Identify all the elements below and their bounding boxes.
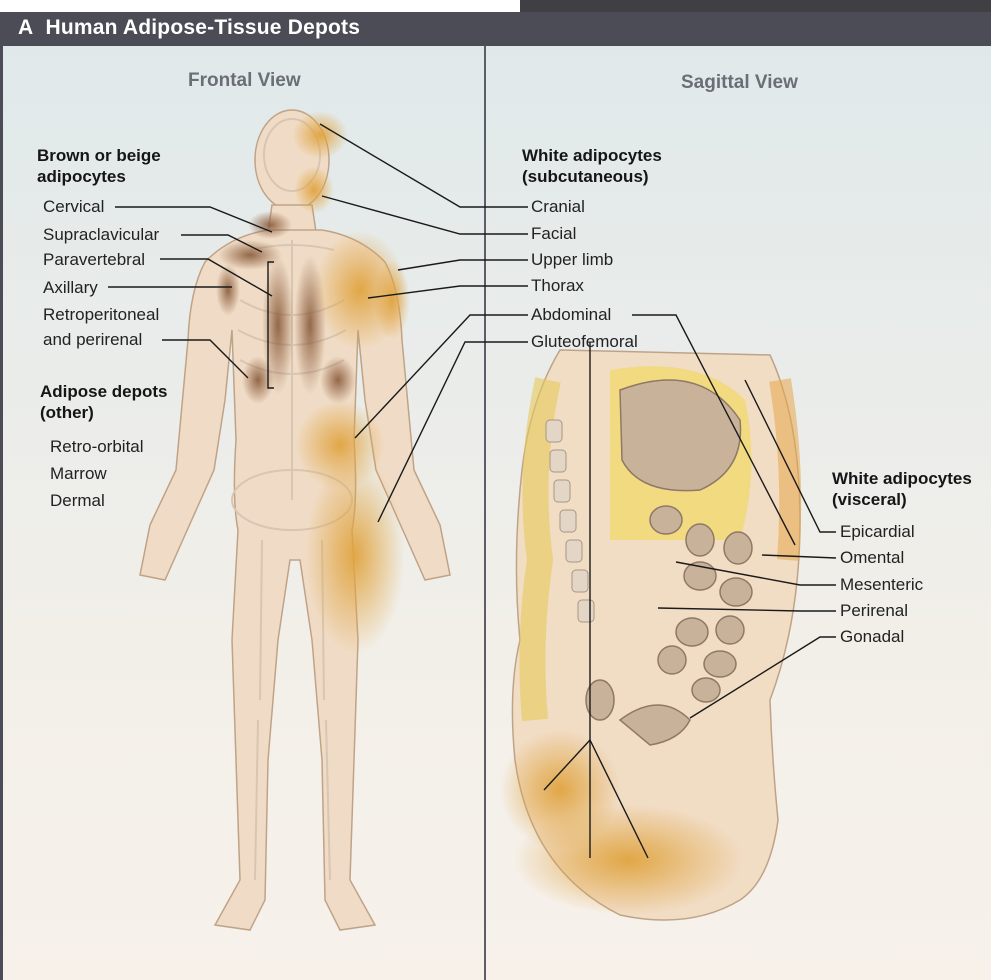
label-cervical: Cervical: [43, 197, 104, 217]
label-gluteofemoral: Gluteofemoral: [531, 332, 638, 352]
brown-fat-heading: Brown or beige adipocytes: [37, 145, 161, 187]
frontal-view-title: Frontal View: [188, 70, 301, 92]
label-thorax: Thorax: [531, 276, 584, 296]
subcutaneous-heading: White adipocytes (subcutaneous): [522, 145, 662, 187]
label-perirenal-brown: and perirenal: [43, 330, 142, 350]
sagittal-view-title: Sagittal View: [681, 72, 798, 94]
label-cranial: Cranial: [531, 197, 585, 217]
label-gonadal: Gonadal: [840, 627, 904, 647]
label-retro-orbital: Retro-orbital: [50, 437, 144, 457]
label-mesenteric: Mesenteric: [840, 575, 923, 595]
label-marrow: Marrow: [50, 464, 107, 484]
label-perirenal-visceral: Perirenal: [840, 601, 908, 621]
label-paravertebral: Paravertebral: [43, 250, 145, 270]
label-dermal: Dermal: [50, 491, 105, 511]
frontal-body: [140, 110, 450, 930]
visceral-heading: White adipocytes (visceral): [832, 468, 972, 510]
sagittal-section: [500, 350, 800, 920]
other-depots-heading: Adipose depots (other): [40, 381, 168, 423]
label-upper-limb: Upper limb: [531, 250, 613, 270]
label-supraclavicular: Supraclavicular: [43, 225, 159, 245]
label-omental: Omental: [840, 548, 904, 568]
label-abdominal: Abdominal: [531, 305, 611, 325]
label-axillary: Axillary: [43, 278, 98, 298]
label-epicardial: Epicardial: [840, 522, 915, 542]
label-facial: Facial: [531, 224, 576, 244]
label-retroperitoneal: Retroperitoneal: [43, 305, 159, 325]
